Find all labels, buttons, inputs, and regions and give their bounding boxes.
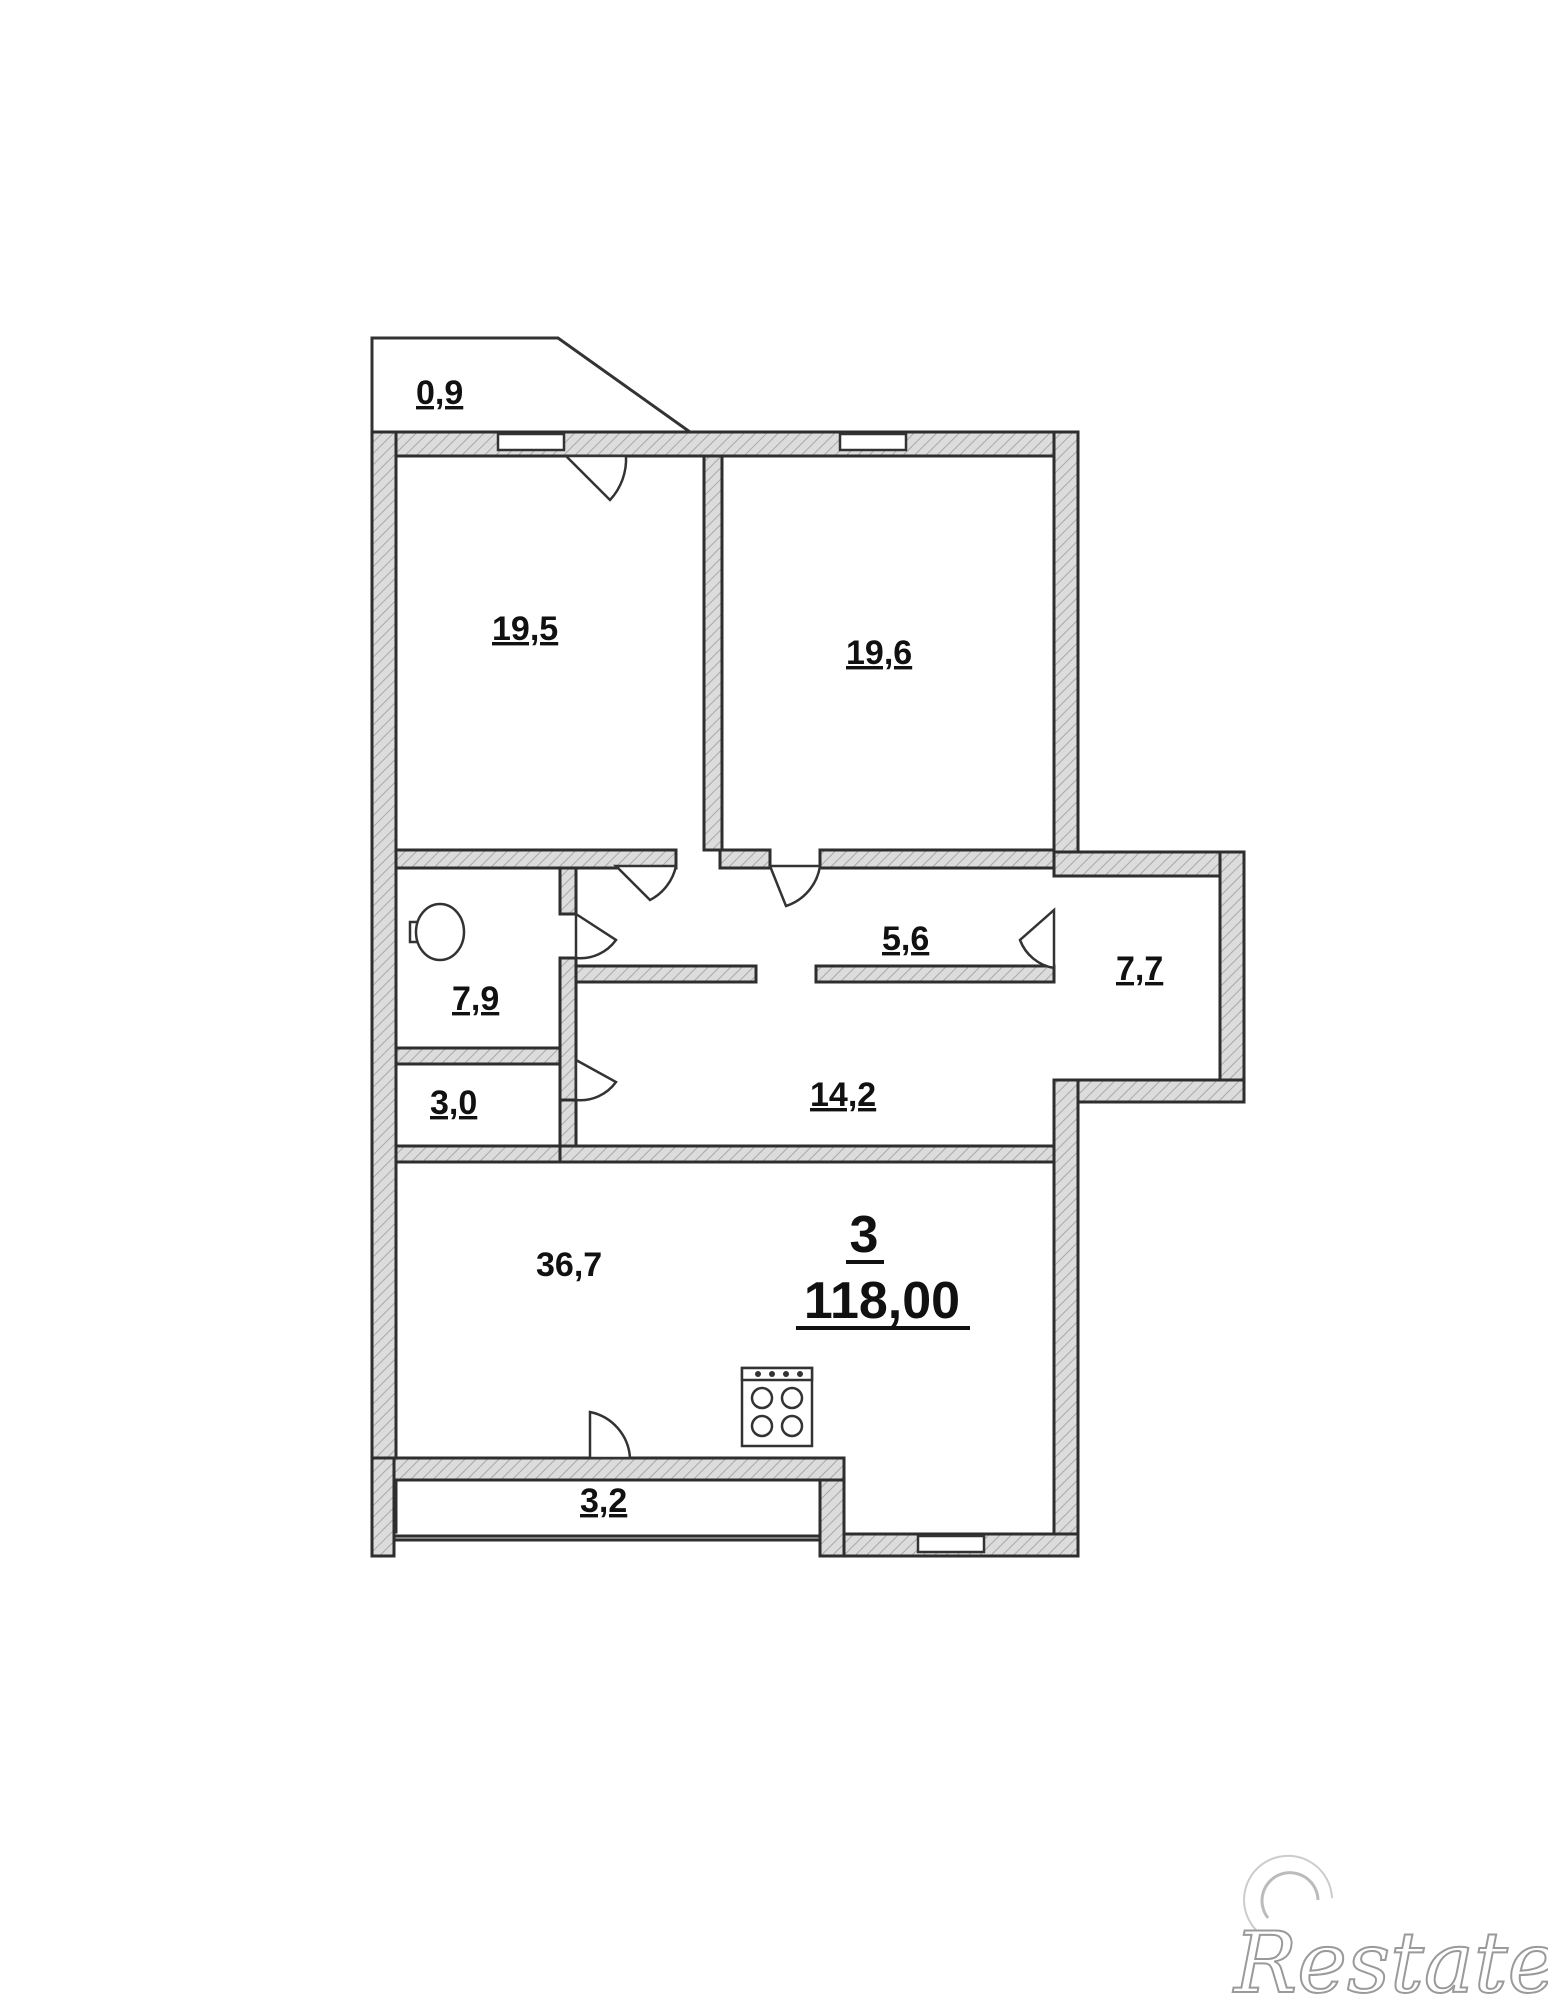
room-area-corridor: 5,6	[882, 920, 929, 958]
watermark-logo: Restate	[1231, 1854, 1548, 2000]
toilet-icon	[408, 902, 466, 962]
room-area-hallway: 14,2	[810, 1076, 876, 1114]
room-count: 3	[850, 1206, 879, 1264]
room-area-bedroom-right: 19,6	[846, 634, 912, 672]
room-area-bathroom: 7,9	[452, 980, 499, 1018]
room-area-bedroom-left: 19,5	[492, 610, 558, 648]
room-area-balcony-bottom: 3,2	[580, 1482, 627, 1520]
window	[916, 1534, 986, 1554]
windows	[496, 432, 986, 1554]
window	[838, 432, 908, 452]
door	[574, 1057, 618, 1102]
room-area-closet-right: 7,7	[1116, 950, 1163, 988]
room-area-toilet: 3,0	[430, 1084, 477, 1122]
door	[768, 864, 822, 908]
room-area-kitchen-living: 36,7	[536, 1246, 602, 1284]
stove-icon	[740, 1366, 814, 1448]
door	[574, 911, 618, 960]
total-area: 118,00	[804, 1272, 960, 1330]
watermark-text: Restate	[1232, 1914, 1548, 2000]
door	[588, 1410, 632, 1460]
interior-walls	[394, 454, 1056, 1164]
room-area-balcony-top: 0,9	[416, 374, 463, 412]
door	[612, 864, 678, 902]
exterior-walls	[370, 430, 1246, 1558]
door	[1018, 907, 1056, 970]
door	[562, 454, 628, 502]
doors	[562, 454, 1056, 1460]
window	[496, 432, 566, 452]
